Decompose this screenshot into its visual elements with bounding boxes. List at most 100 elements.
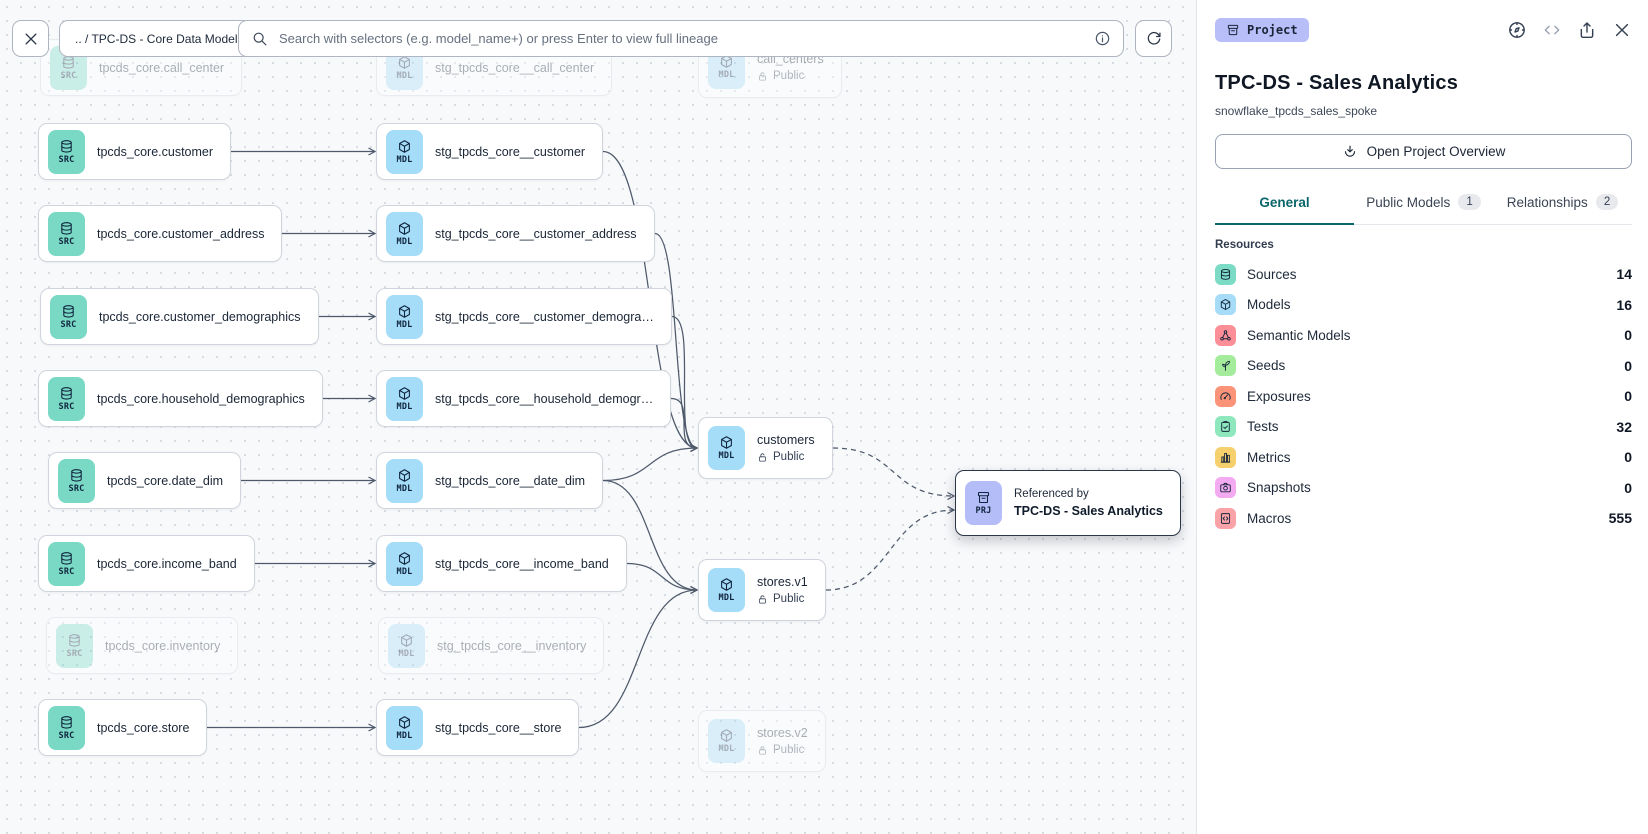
camera-icon <box>1215 477 1236 499</box>
tab-label: General <box>1259 194 1310 210</box>
cube-icon <box>397 468 412 483</box>
graph-node-src-income-band[interactable]: SRC tpcds_core.income_band <box>38 535 255 592</box>
breadcrumb[interactable]: .. / TPC-DS - Core Data Models <box>59 20 260 57</box>
node-type-badge: SRC <box>48 211 85 256</box>
project-title: TPC-DS - Sales Analytics <box>1215 72 1459 94</box>
graph-node-mdl-store[interactable]: MDL stg_tpcds_core__store <box>376 699 580 756</box>
node-type-badge: MDL <box>708 719 745 763</box>
search-input[interactable] <box>277 30 1085 47</box>
resource-row-snapshots[interactable]: Snapshots 0 <box>1215 473 1632 504</box>
panel-header: Project <box>1215 18 1632 42</box>
database-icon <box>61 304 76 319</box>
node-type-text: MDL <box>718 451 735 461</box>
search-bar[interactable] <box>238 20 1124 57</box>
node-type-text: SRC <box>58 566 75 577</box>
node-type-badge: SRC <box>56 623 93 668</box>
open-project-overview-button[interactable]: Open Project Overview <box>1215 134 1632 169</box>
node-type-text: MDL <box>718 593 735 603</box>
close-lineage-button[interactable] <box>12 20 49 57</box>
node-type-text: MDL <box>396 236 413 247</box>
graph-node-src-store[interactable]: SRC tpcds_core.store <box>38 699 208 756</box>
cube-icon <box>397 551 412 566</box>
resource-row-tests[interactable]: Tests 32 <box>1215 412 1632 443</box>
node-access: Public <box>757 451 815 463</box>
resource-label: Snapshots <box>1247 480 1311 496</box>
node-type-badge: SRC <box>48 129 85 174</box>
node-label: tpcds_core.store <box>97 720 190 735</box>
node-label: stg_tpcds_core__customer_demogra… <box>435 309 654 324</box>
database-icon <box>59 551 74 566</box>
cube-icon <box>719 54 734 69</box>
panel-header-icons <box>1507 20 1632 40</box>
code-icon[interactable] <box>1542 20 1562 40</box>
node-label: tpcds_core.inventory <box>105 638 221 653</box>
resource-count: 0 <box>1624 449 1632 466</box>
compass-icon[interactable] <box>1507 20 1527 40</box>
database-icon <box>1215 263 1236 285</box>
graph-node-src-inventory[interactable]: SRC tpcds_core.inventory <box>46 617 239 674</box>
resource-count: 0 <box>1624 479 1632 496</box>
search-icon <box>251 30 268 47</box>
node-type-text: SRC <box>60 70 77 81</box>
tab-general[interactable]: General <box>1215 194 1354 225</box>
lineage-canvas[interactable]: .. / TPC-DS - Core Data Models SRCtpcds_… <box>0 0 1196 834</box>
lock-icon <box>757 71 768 82</box>
resource-label: Exposures <box>1247 388 1311 404</box>
cube-icon <box>397 304 412 319</box>
node-label: tpcds_core.income_band <box>97 556 237 571</box>
resource-label: Semantic Models <box>1247 327 1351 343</box>
node-type-badge: SRC <box>50 294 87 339</box>
node-type-text: MDL <box>398 648 415 659</box>
resource-count: 32 <box>1616 418 1632 435</box>
node-label: stg_tpcds_core__date_dim <box>435 473 586 488</box>
node-type-badge: MDL <box>388 623 425 668</box>
cube-icon <box>397 55 412 70</box>
node-type-text: MDL <box>396 730 413 741</box>
node-label: stg_tpcds_core__store <box>435 720 562 735</box>
seed-icon <box>1215 355 1236 377</box>
close-panel-icon[interactable] <box>1612 20 1632 40</box>
graph-node-mdl-income-band[interactable]: MDL stg_tpcds_core__income_band <box>376 535 627 592</box>
node-label: stg_tpcds_core__income_band <box>435 556 609 571</box>
node-type-text: MDL <box>396 566 413 577</box>
cube-icon <box>397 715 412 730</box>
lock-icon <box>757 594 768 605</box>
node-type-badge: SRC <box>48 705 85 750</box>
node-label: stg_tpcds_core__household_demogr… <box>435 391 654 406</box>
database-icon <box>59 221 74 236</box>
node-access: Public <box>757 593 808 605</box>
database-icon <box>59 139 74 154</box>
info-icon[interactable] <box>1094 30 1111 47</box>
refresh-button[interactable] <box>1135 20 1172 57</box>
resource-label: Tests <box>1247 419 1279 435</box>
close-icon <box>22 30 40 48</box>
node-type-badge: SRC <box>48 376 85 421</box>
export-icon[interactable] <box>1577 20 1597 40</box>
open-overview-icon <box>1342 144 1358 160</box>
cube-icon <box>397 139 412 154</box>
